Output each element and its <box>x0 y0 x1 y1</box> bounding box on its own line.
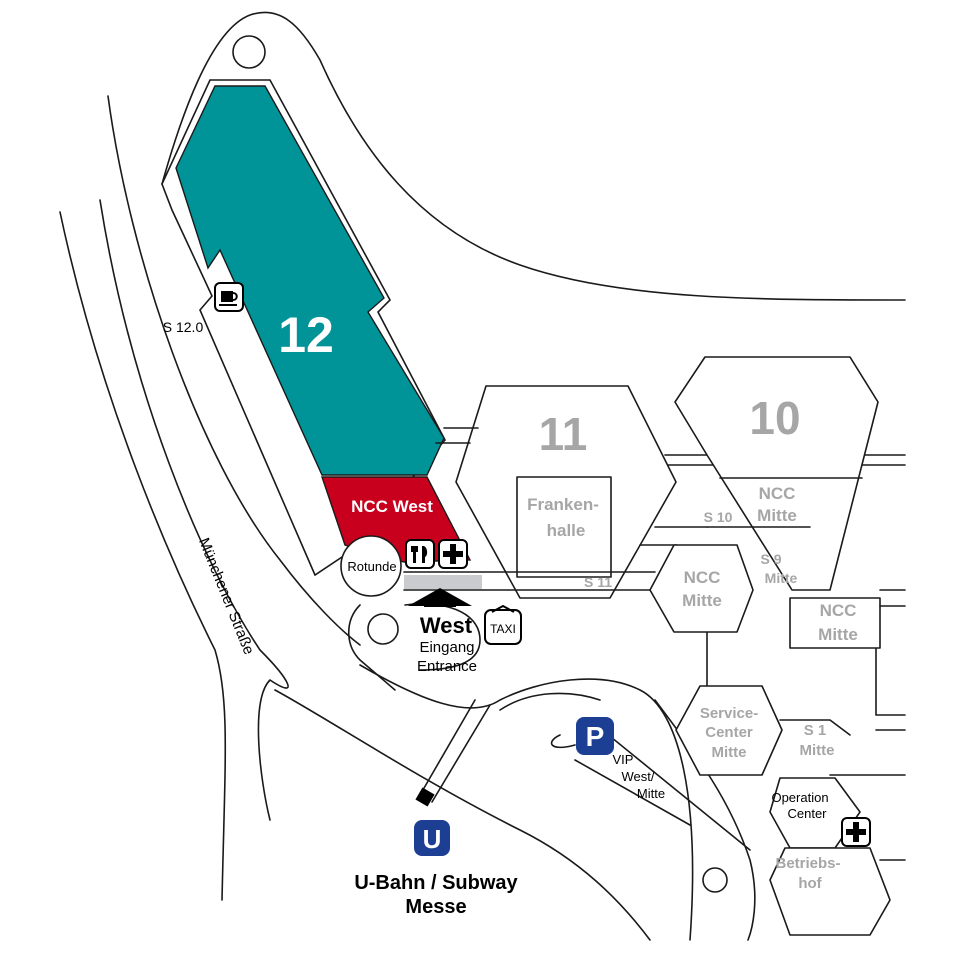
restaurant-icon[interactable] <box>405 539 435 569</box>
ncc-mitte-c-label-2: Mitte <box>818 625 858 644</box>
ncc-west-label: NCC West <box>351 497 433 516</box>
ncc-mitte-c-label-1: NCC <box>820 601 857 620</box>
subway-walkway-right <box>431 704 491 803</box>
turnaround-circle <box>232 35 266 69</box>
s1-link <box>779 719 851 736</box>
coffee-icon[interactable] <box>214 282 244 312</box>
lower-curve-2 <box>359 664 694 941</box>
entrance-bar <box>404 575 482 589</box>
street-line-3 <box>99 199 289 821</box>
parking-lane-1 <box>574 759 691 826</box>
service-center-mitte[interactable]: Service- Center Mitte <box>675 685 783 776</box>
hall-11[interactable]: 11 Franken- halle <box>455 385 677 599</box>
road-network <box>59 11 906 941</box>
subway-walkway-left <box>419 699 476 796</box>
subway-label-2: Messe <box>405 896 466 918</box>
hall-12-label: 12 <box>278 307 334 363</box>
service-center-label-3: Mitte <box>712 744 747 761</box>
ncc-mitte-b-label-1: NCC <box>684 568 721 587</box>
s11-label: S 11 <box>584 574 612 590</box>
taxi-label: TAXI <box>490 622 516 636</box>
entrance-name: West <box>420 613 473 638</box>
plaza-curve <box>348 604 396 691</box>
service-center-label-2: Center <box>705 724 753 741</box>
ncc-rect-link <box>879 589 906 607</box>
betriebshof-label-1: Betriebs- <box>775 855 840 872</box>
parking-label-2: West/ <box>622 769 655 784</box>
s10-label: S 10 <box>704 509 733 525</box>
operation-center-label-2: Center <box>787 806 827 821</box>
service-center-outline <box>675 685 783 776</box>
hall-10-label: 10 <box>749 392 800 444</box>
hall-10-outline <box>674 356 879 591</box>
frankenhalle-building[interactable] <box>516 476 612 578</box>
lower-curve-3 <box>499 692 601 711</box>
entrance-arrow-icon <box>408 588 472 607</box>
street-line-2 <box>59 211 227 901</box>
ncc-mitte-b-label-2: Mitte <box>682 591 722 610</box>
subway-label-1: U-Bahn / Subway <box>354 872 518 894</box>
parking-icon[interactable]: P <box>576 717 614 755</box>
lower-curve-1 <box>274 689 651 941</box>
parking-loop <box>550 734 576 749</box>
s1-label-1: S 1 <box>804 722 827 739</box>
first-aid-icon-operation[interactable] <box>841 817 871 847</box>
ncc-mitte-hexagon[interactable]: NCC Mitte <box>649 544 754 633</box>
street-name: Münchener Straße <box>195 536 257 658</box>
rotunde[interactable]: Rotunde <box>340 535 402 597</box>
service-center-label-1: Service- <box>700 705 758 722</box>
hall-10[interactable]: 10 NCC Mitte <box>674 356 879 591</box>
ncc-mitte-a-label-1: NCC <box>759 484 796 503</box>
frankenhalle-label-2: halle <box>547 521 586 540</box>
betriebshof-outline <box>769 847 891 936</box>
s9-label-1: S 9 <box>760 551 781 567</box>
parking-symbol: P <box>586 721 605 752</box>
s1-label-2: Mitte <box>800 742 835 759</box>
betriebshof-label-2: hof <box>798 875 822 892</box>
subway-icon[interactable]: U <box>414 820 450 856</box>
betriebshof[interactable]: Betriebs- hof <box>769 847 891 936</box>
parking-lane-2 <box>589 719 751 851</box>
loop-road-outer <box>161 11 906 301</box>
ncc-mitte-rect-outline <box>789 597 881 649</box>
hall-12-area <box>175 85 445 476</box>
street-line-1 <box>107 95 361 646</box>
entrance-de: Eingang <box>419 639 474 656</box>
frankenhalle-label-1: Franken- <box>527 495 599 514</box>
ncc-mitte-a-label-2: Mitte <box>757 506 797 525</box>
first-aid-icon[interactable] <box>438 539 468 569</box>
subway-symbol: U <box>423 824 442 854</box>
parking-label-1: VIP <box>613 752 634 767</box>
entrance-en: Entrance <box>417 658 477 675</box>
operation-center-label-1: Operation <box>771 790 828 805</box>
small-roundabout <box>702 867 728 893</box>
entrance-roundabout <box>367 613 399 645</box>
parking-label-3: Mitte <box>637 786 665 801</box>
ncc-mitte-hexagon-outline <box>649 544 754 633</box>
rotunde-circle <box>340 535 402 597</box>
subway-access-marker <box>415 787 435 807</box>
taxi-icon[interactable]: TAXI <box>484 604 522 645</box>
rotunde-label: Rotunde <box>347 559 396 574</box>
s9-label-2: Mitte <box>765 570 798 586</box>
s12-label: S 12.0 <box>163 319 204 335</box>
ncc-mitte-rect[interactable]: NCC Mitte <box>789 597 881 649</box>
hall-11-label: 11 <box>539 408 588 460</box>
